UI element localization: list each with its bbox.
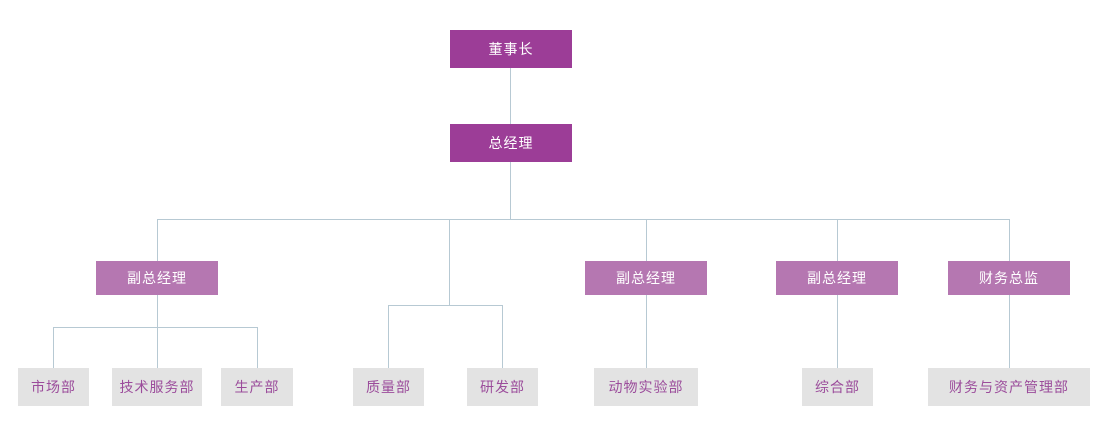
connector-drop-rd xyxy=(502,305,503,368)
org-node-chairman: 董事长 xyxy=(450,30,572,68)
org-node-finance-director: 财务总监 xyxy=(948,261,1070,295)
connector-drop-general-affairs xyxy=(837,295,838,368)
connector-drop-deputy1 xyxy=(157,219,158,261)
connector-drop-hidden-branch xyxy=(449,219,450,305)
connector-chairman-gm xyxy=(510,68,511,124)
org-node-marketing-dept: 市场部 xyxy=(18,368,89,406)
org-node-tech-service-dept: 技术服务部 xyxy=(112,368,202,406)
connector-deputy1-stem xyxy=(157,295,158,327)
org-node-deputy-gm-2: 副总经理 xyxy=(585,261,707,295)
org-node-rd-dept: 研发部 xyxy=(467,368,538,406)
connector-drop-tech-service xyxy=(157,327,158,368)
connector-drop-deputy2 xyxy=(646,219,647,261)
org-node-quality-dept: 质量部 xyxy=(353,368,424,406)
connector-drop-marketing xyxy=(53,327,54,368)
connector-drop-finance-director xyxy=(1009,219,1010,261)
connector-drop-deputy3 xyxy=(837,219,838,261)
org-node-general-affairs-dept: 综合部 xyxy=(802,368,873,406)
org-node-production-dept: 生产部 xyxy=(221,368,293,406)
connector-gm-trunk xyxy=(510,162,511,219)
org-node-deputy-gm-3: 副总经理 xyxy=(776,261,898,295)
connector-drop-animal-lab xyxy=(646,295,647,368)
connector-drop-quality xyxy=(388,305,389,368)
connector-drop-production xyxy=(257,327,258,368)
org-node-animal-lab-dept: 动物实验部 xyxy=(594,368,698,406)
connector-hidden-rail xyxy=(388,305,502,306)
org-node-general-manager: 总经理 xyxy=(450,124,572,162)
connector-deputy1-rail xyxy=(53,327,257,328)
connector-drop-finance-asset xyxy=(1009,295,1010,368)
org-node-deputy-gm-1: 副总经理 xyxy=(96,261,218,295)
org-node-finance-asset-dept: 财务与资产管理部 xyxy=(928,368,1090,406)
connector-level3-rail xyxy=(157,219,1010,220)
